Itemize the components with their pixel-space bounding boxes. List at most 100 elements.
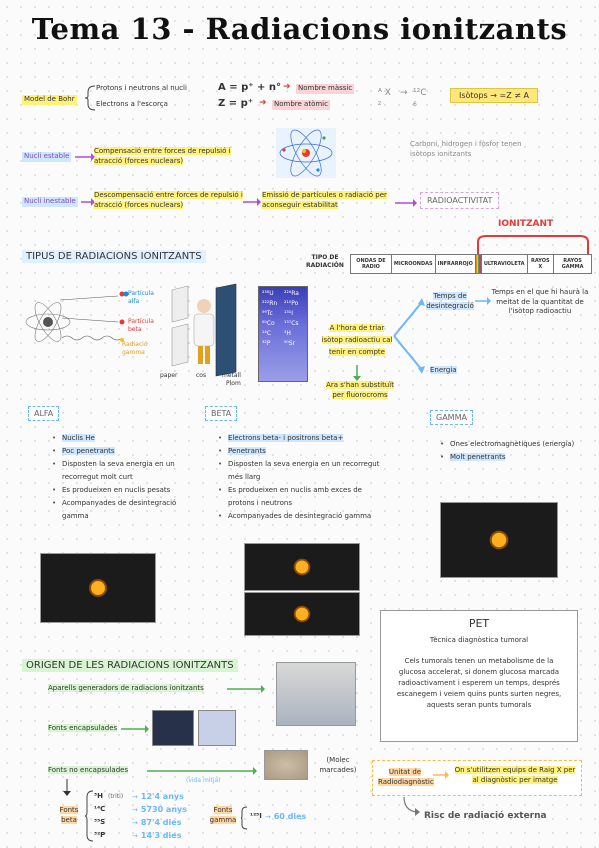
beta-sources-label: Fonts beta [59,806,79,824]
paper-label: paper [160,372,178,379]
beta-plus-decay-image [244,592,360,636]
radioactivity-box: RADIOACTIVITAT [420,192,500,209]
lead-label: Plom [226,380,241,387]
choice-arrows-icon [393,298,425,374]
spectrum-cell-xray: RAYOS X [526,254,555,274]
arrow-right-icon: → [132,818,138,827]
page-title: Tema 13 - Radiacions ionitzants [31,12,568,46]
spectrum-cell-uv: ULTRAVIOLETA [480,254,528,274]
bohr-item-1: Protons i neutrons al nucli [96,84,187,92]
list-item: Acompanyades de desintegració gamma [214,510,384,523]
alpha-list: Nuclis He Poc penetrants Disposten la se… [48,432,188,523]
list-item: Disposten la seva energia en un recorreg… [48,458,188,484]
types-header: TIPUS DE RADIACIONS IONITZANTS [22,250,206,263]
beta-sources-list: ³H (triti) → 12'4 anys ¹⁴C → 5730 anys ³… [94,790,224,842]
list-item: Acompanyades de desintegració gamma [48,497,188,523]
isotope-item: ²²²Rn [262,300,278,307]
mass-number-label: Nombre màssic [296,84,355,94]
arrow-right-icon [121,725,149,733]
xray-device-image [276,662,356,726]
non-encapsulated-sources: Fonts no encapsulades [48,766,129,774]
arrow-right-icon: → [132,792,138,801]
penetration-diagram [25,283,237,377]
arrow-right-icon: → [132,805,138,814]
gamma-list: Ones electromagnètiques (energia) Molt p… [436,438,586,464]
beta-particle-label: Partícula beta [128,318,154,333]
fluorochrome-text: Ara s'han substituït per fluorocroms [326,381,394,399]
beta-title: BETA [205,406,238,421]
isotope-item: ²²⁶Ra [284,290,299,297]
beta-source-row: ³²P → 14'3 dies [94,830,182,840]
ionizing-brace-icon [477,235,589,254]
beta-list: Electrons beta- i positrons beta+ Penetr… [214,432,384,523]
pet-box: PET Tècnica diagnòstica tumoral Cels tum… [380,610,578,742]
notation-carbon-sub: 6 [413,101,417,108]
encapsulated-sources: Fonts encapsulades [48,724,118,732]
beta-source-row: ¹⁴C → 5730 anys [94,804,187,814]
pet-description: Cels tumorals tenen un metabolisme de la… [396,657,562,709]
stable-nucleus-label: Nucli estable [22,152,72,162]
half-life-note: (vida mitja) [186,777,221,784]
generator-devices: Aparells generadors de radiacions ionitz… [48,684,204,692]
arrow-right-icon: ➜ [283,82,291,92]
gamma-source-row: ¹²⁵I → 60 dies [250,812,307,822]
list-item: Es produeixen en nuclis pesats [48,484,188,497]
list-item: Nuclis He [48,432,188,445]
spectrum-cell-microwave: MICROONDAS [390,254,436,274]
isotope-elements-note: Carboni, hidrogen i fòsfor tenen isòtops… [410,140,522,158]
bohr-brace-icon [84,85,96,111]
arrow-right-icon [147,767,257,775]
bohr-item-2: Electrons a l'escorça [96,100,168,108]
spectrum-cell-gamma: RAYOS GAMMA [553,254,592,274]
arrow-right-icon: ➜ [259,98,267,108]
arrow-right-icon [433,771,449,779]
arrow-right-icon [243,198,261,206]
list-item: Electrons beta- i positrons beta+ [214,432,384,445]
radiodiagnostic-desc: On s'utilitzen equips de Raig X per al d… [454,766,576,784]
list-item: Es produeixen en nuclis amb exces de pro… [214,484,384,510]
gamma-decay-image [440,502,558,578]
arrow-right-icon: → [132,831,138,840]
decay-time-desc: Temps en el que hi haurà la meitat de la… [491,288,589,315]
arrow-down-icon [353,365,361,381]
list-item: Disposten la seva energia en un recorreg… [214,458,384,484]
beta-source-row: ³H (triti) → 12'4 anys [94,791,184,801]
notation-carbon: ¹²C [413,88,427,98]
energy-label: Energia [430,366,457,374]
ionizing-label: IONITZANT [498,219,554,229]
arrow-down-icon [63,779,71,796]
list-item: Penetrants [214,445,384,458]
visible-spectrum-bar [474,254,482,274]
isotope-item: ¹⁴C [262,330,271,337]
gamma-radiation-label: Radiació gamma [122,341,148,356]
beta-sources-brace-icon [84,790,94,842]
notation-generic: ᴬ X [378,88,391,98]
gamma-sources-brace-icon [240,806,248,830]
arrow-right-icon [81,198,95,206]
atomic-equation: Z = p⁺ [218,98,254,109]
arrow-right-icon [227,685,265,693]
external-radiation-risk: Risc de radiació externa [424,811,547,821]
alpha-title: ALFA [28,406,60,421]
list-item: Ones electromagnètiques (energia) [436,438,586,451]
alpha-decay-image [40,553,156,623]
radiation-type-label: TIPO DE RADIACIÓN [306,254,344,269]
isotope-item: ⁹⁹Tc [262,310,273,317]
isotop-badge: Isòtops → =Z ≠ A [450,88,538,103]
isotope-choice-text: A l'hora de triar isòtop radioactiu cal … [321,324,393,356]
isotope-item: ³H [284,330,291,337]
decay-time-label: Temps de desintegració [426,292,474,310]
radiation-spectrum-table: ONDAS DE RADIO MICROONDAS INFRARROJO ULT… [350,254,592,274]
pet-subtitle: Tècnica diagnòstica tumoral [429,636,529,644]
isotope-item: ²³⁸U [262,290,274,297]
metal-label: metall [222,372,241,379]
arrow-right-icon: → [400,88,408,98]
arrow-right-icon: → [264,812,271,821]
isotope-list-image: ²³⁸U ²²⁶Ra ²²²Rn ²¹⁰Po ⁹⁹Tc ¹³¹I ⁶⁰Co ¹³… [258,286,308,382]
pet-title: PET [468,617,490,630]
mass-equation: A = p⁺ + n° [218,82,281,93]
radiodiagnostic-unit-label: Unitat de Radiodiagnòstic [378,768,434,786]
isotope-item: ³²P [262,340,271,347]
labeled-molecules-note: (Molec marcades) [319,756,357,774]
notation-generic-sub: z [378,100,382,107]
